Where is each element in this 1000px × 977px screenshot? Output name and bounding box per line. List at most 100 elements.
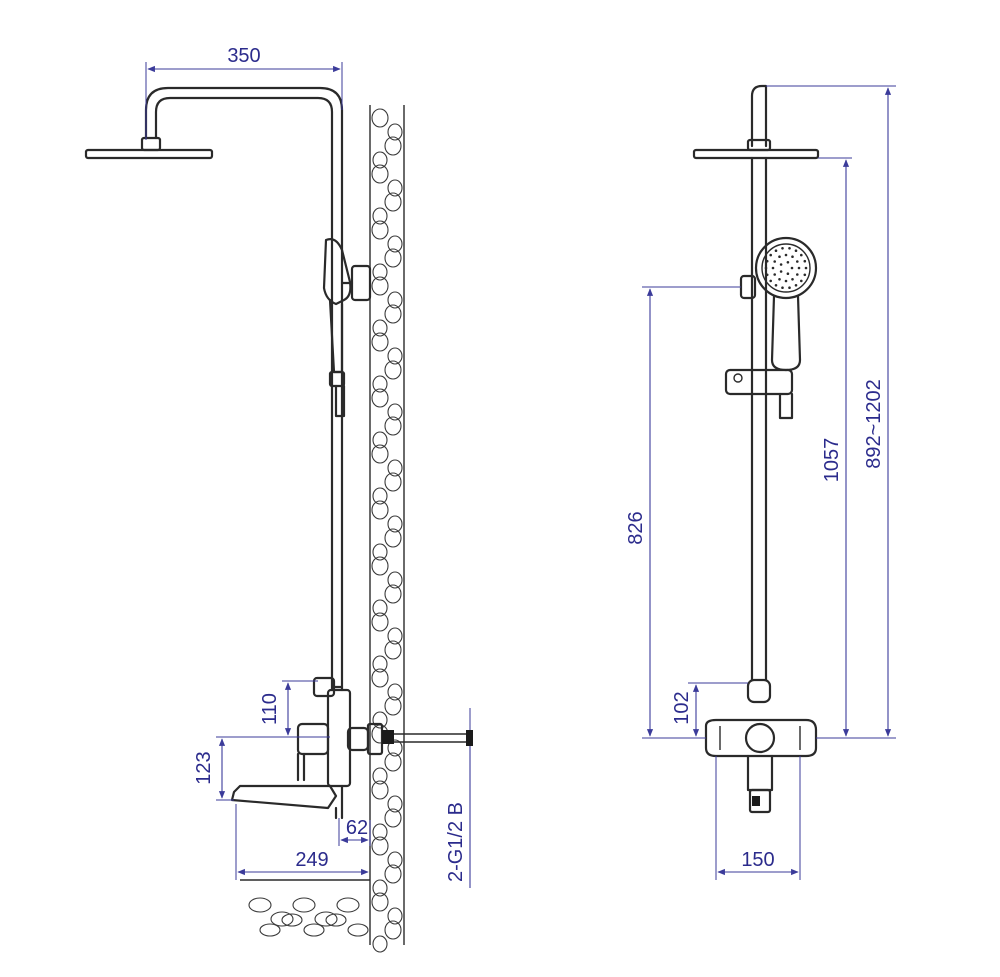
stone-texture bbox=[387, 627, 403, 645]
stone-texture bbox=[384, 360, 402, 380]
dim-spout-offset-label: 62 bbox=[346, 817, 368, 839]
spray-nozzle bbox=[796, 260, 799, 263]
front-riser-top bbox=[750, 84, 768, 148]
stone-texture bbox=[371, 108, 389, 128]
dim-total-height-label: 892~1202 bbox=[863, 379, 885, 469]
spray-nozzle bbox=[803, 273, 807, 277]
stone-texture bbox=[372, 879, 388, 897]
spray-nozzle bbox=[796, 273, 799, 276]
spray-nozzle bbox=[774, 284, 778, 287]
stone-texture bbox=[371, 388, 389, 408]
front-mixer-body bbox=[704, 718, 818, 758]
dim-spout-drop: 123 bbox=[193, 736, 298, 801]
stone-texture bbox=[259, 923, 281, 937]
floor bbox=[240, 879, 370, 937]
front-hose bbox=[778, 392, 794, 420]
stone-texture bbox=[371, 276, 389, 296]
stone-texture bbox=[372, 319, 388, 337]
spray-nozzle bbox=[769, 279, 772, 283]
stone-texture bbox=[292, 897, 316, 913]
stone-texture bbox=[372, 823, 388, 841]
stone-texture bbox=[372, 375, 388, 393]
spray-nozzle bbox=[790, 266, 794, 270]
stone-texture bbox=[371, 220, 389, 240]
stone-texture bbox=[384, 808, 402, 828]
wall-stones bbox=[371, 108, 403, 953]
spray-nozzle bbox=[771, 266, 775, 270]
dim-mixer-height-label: 110 bbox=[259, 693, 281, 725]
dim-inlet-label: 2-G1/2 B bbox=[445, 802, 467, 882]
stone-texture bbox=[387, 403, 403, 421]
dim-spout-reach: 249 bbox=[235, 804, 369, 880]
side-view: 350 110 123 62 249 bbox=[84, 45, 473, 953]
stone-texture bbox=[371, 444, 389, 464]
spray-nozzle bbox=[803, 259, 807, 263]
stone-texture bbox=[371, 164, 389, 184]
stone-texture bbox=[384, 864, 402, 884]
dim-spout-offset: 62 bbox=[338, 817, 371, 846]
stone-texture bbox=[372, 543, 388, 561]
spray-nozzle bbox=[764, 266, 768, 270]
stone-texture bbox=[384, 640, 402, 660]
spray-nozzle bbox=[791, 278, 794, 281]
front-spout bbox=[746, 754, 774, 792]
stone-texture bbox=[387, 739, 403, 757]
stone-texture bbox=[387, 515, 403, 533]
stone-texture bbox=[270, 911, 294, 927]
stone-texture bbox=[347, 923, 369, 937]
upper-wall-bracket bbox=[350, 264, 372, 302]
stone-texture bbox=[325, 913, 347, 927]
spray-nozzle bbox=[786, 261, 790, 264]
stone-texture bbox=[384, 752, 402, 772]
stone-texture bbox=[387, 795, 403, 813]
dim-top-width: 350 bbox=[145, 45, 343, 140]
stone-texture bbox=[384, 472, 402, 492]
spray-nozzle bbox=[794, 249, 798, 252]
shower-arm-inner bbox=[154, 96, 334, 692]
stone-texture bbox=[372, 151, 388, 169]
front-shower-head bbox=[692, 148, 820, 160]
stone-texture bbox=[371, 612, 389, 632]
spray-nozzle bbox=[804, 266, 808, 270]
stone-texture bbox=[387, 459, 403, 477]
hose bbox=[334, 384, 346, 418]
spray-nozzle bbox=[781, 286, 784, 290]
stone-texture bbox=[371, 892, 389, 912]
spray-nozzle bbox=[800, 279, 803, 283]
inlet-end bbox=[466, 730, 473, 746]
stone-texture bbox=[387, 571, 403, 589]
spray-nozzle bbox=[773, 273, 776, 276]
stone-texture bbox=[371, 556, 389, 576]
spray-nozzle bbox=[765, 259, 769, 263]
stone-texture bbox=[384, 248, 402, 268]
front-view: 892~1202 1057 826 102 150 bbox=[625, 84, 896, 880]
stone-texture bbox=[384, 136, 402, 156]
stone-texture bbox=[387, 123, 403, 141]
spray-nozzle bbox=[794, 284, 798, 287]
dim-spout-reach-label: 249 bbox=[295, 849, 328, 871]
dim-inlet-spacing: 150 bbox=[715, 756, 801, 880]
front-hand-shower-head bbox=[754, 236, 818, 300]
stone-texture bbox=[372, 487, 388, 505]
dim-inlet-spacing-label: 150 bbox=[741, 849, 774, 871]
stone-texture bbox=[387, 907, 403, 925]
stone-texture bbox=[384, 696, 402, 716]
stone-texture bbox=[384, 528, 402, 548]
stone-texture bbox=[372, 207, 388, 225]
spray-nozzle bbox=[791, 255, 794, 258]
spray-nozzle bbox=[779, 263, 783, 266]
stone-texture bbox=[384, 920, 402, 940]
stone-texture bbox=[371, 780, 389, 800]
spray-nozzle bbox=[788, 247, 791, 250]
stone-texture bbox=[371, 836, 389, 856]
spray-nozzle bbox=[788, 286, 791, 290]
wall bbox=[369, 105, 405, 953]
spray-nozzle bbox=[769, 253, 772, 257]
stone-texture bbox=[387, 347, 403, 365]
spray-nozzle bbox=[779, 270, 783, 273]
shower-head-connector bbox=[140, 136, 162, 152]
stone-texture bbox=[387, 683, 403, 701]
stone-texture bbox=[387, 291, 403, 309]
stone-texture bbox=[384, 304, 402, 324]
